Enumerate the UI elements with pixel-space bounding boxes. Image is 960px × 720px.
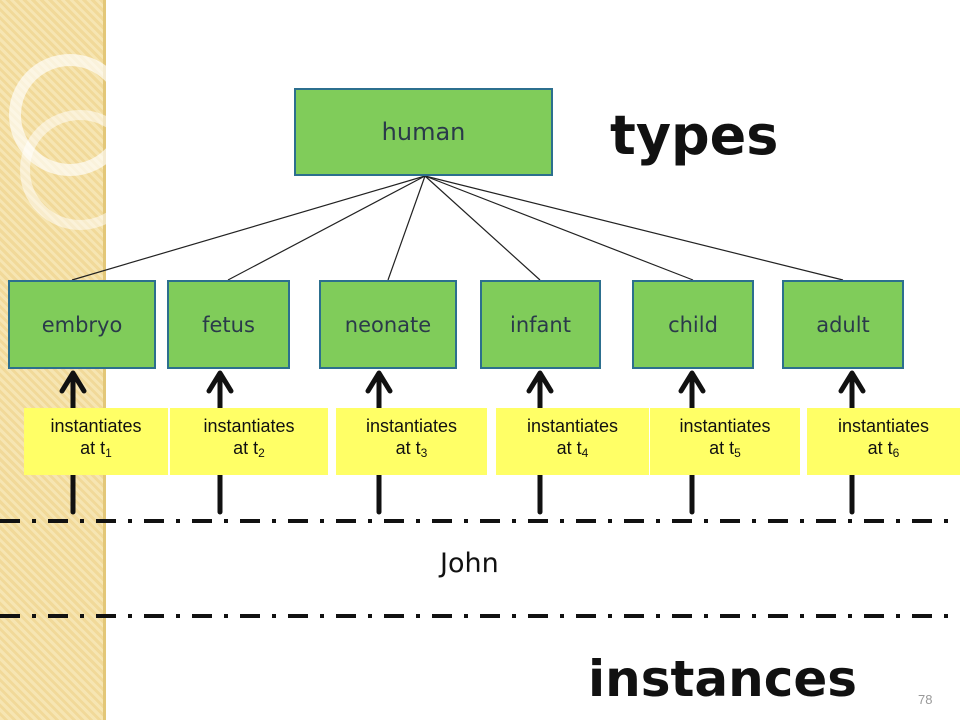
type-label-embryo: embryo (41, 312, 123, 337)
tree-edge-2 (227, 175, 426, 281)
type-box-human: human (294, 88, 553, 176)
instantiation-label-4: instantiates at t4 (496, 408, 649, 475)
type-label-infant: infant (510, 312, 571, 337)
instances-heading: instances (588, 650, 858, 708)
type-box-embryo: embryo (8, 280, 156, 369)
tree-edge-3 (387, 175, 426, 281)
page-number: 78 (918, 692, 933, 707)
type-box-neonate: neonate (319, 280, 457, 369)
type-box-child: child (632, 280, 754, 369)
tree-edge-1 (71, 175, 426, 281)
instantiation-label-2: instantiates at t2 (170, 408, 328, 475)
tree-edge-6 (424, 175, 844, 281)
instantiation-label-6: instantiates at t6 (807, 408, 960, 475)
type-label-adult: adult (816, 312, 870, 337)
type-box-infant: infant (480, 280, 601, 369)
instance-label-john: John (440, 548, 499, 579)
tree-edge-4 (424, 175, 541, 281)
type-box-fetus: fetus (167, 280, 290, 369)
type-label-human: human (381, 118, 466, 146)
type-box-adult: adult (782, 280, 904, 369)
decorative-circles (9, 54, 106, 230)
instantiation-label-3: instantiates at t3 (336, 408, 487, 475)
tree-edges (71, 175, 844, 281)
type-label-child: child (668, 312, 718, 337)
instantiation-label-1: instantiates at t1 (24, 408, 168, 475)
tree-edge-5 (424, 175, 694, 281)
types-heading: types (610, 104, 779, 167)
type-label-neonate: neonate (344, 312, 432, 337)
dashed-separators (0, 519, 960, 618)
instantiation-label-5: instantiates at t5 (650, 408, 800, 475)
type-label-fetus: fetus (202, 312, 255, 337)
